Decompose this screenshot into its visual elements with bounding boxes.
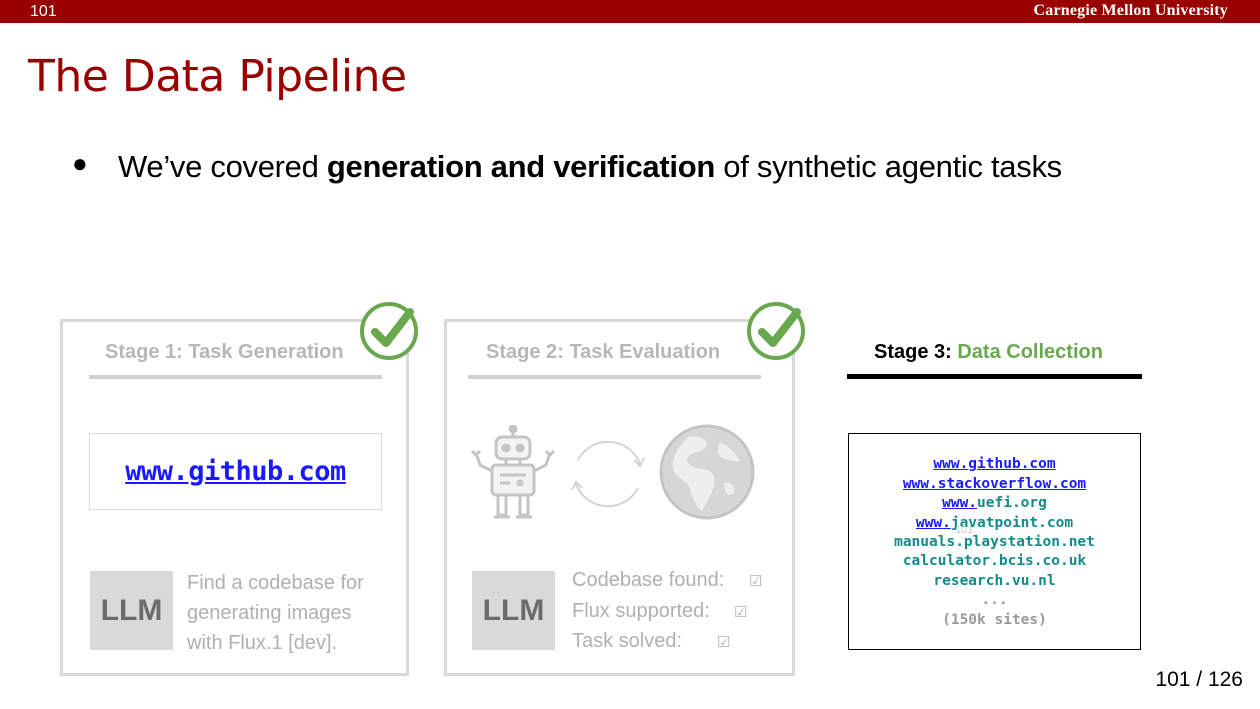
site-count: (150k sites) [942, 612, 1047, 628]
site-uefi-rest: uefi.org [977, 495, 1047, 511]
robot-icon [470, 425, 556, 520]
stage3-heading: Stage 3: Data Collection [874, 341, 1103, 364]
task-line: Find a codebase for [187, 572, 364, 594]
site-ellipsis: ... [981, 592, 1008, 608]
bullet-suffix: of synthetic agentic tasks [714, 149, 1062, 184]
task-line: generating images [187, 602, 352, 624]
site-javatpoint-prefix[interactable]: www. [915, 515, 951, 531]
bullet-marker: ● [72, 148, 88, 178]
bullet-prefix: We’ve covered [118, 149, 327, 184]
site-bcis: calculator.bcis.co.uk [902, 553, 1087, 569]
header-bar: 101 Carnegie Mellon University [0, 0, 1260, 23]
stage3-rule [847, 374, 1142, 379]
llm-badge: LLM [90, 571, 173, 650]
slide-number: 101 [30, 3, 57, 20]
stage1-panel [60, 319, 409, 676]
check-task-solved-label: Task solved: [572, 630, 683, 652]
task-line: with Flux.1 [dev]. [187, 632, 338, 654]
university-logo-text: Carnegie Mellon University [1033, 2, 1228, 19]
stage1-heading: Stage 1: Task Generation [105, 341, 344, 363]
check-icon [745, 300, 807, 362]
site-javatpoint: www.javatpoint.com [849, 515, 1140, 531]
checkbox-flux-supported: ☑ [734, 604, 748, 621]
check-icon [358, 300, 420, 362]
llm-badge: LLM [472, 571, 555, 650]
refresh-cycle-icon [570, 430, 646, 518]
site-playstation: manuals.playstation.net [894, 534, 1095, 550]
site-uefi-prefix[interactable]: www. [942, 495, 978, 511]
stage3-heading-prefix: Stage 3: [874, 341, 958, 363]
check-codebase-found-label: Codebase found: [572, 569, 725, 591]
globe-icon [658, 423, 756, 521]
checkbox-codebase-found: ☑ [749, 573, 763, 590]
site-link-stackoverflow[interactable]: www.stackoverflow.com [902, 476, 1087, 492]
slide-title: The Data Pipeline [28, 51, 407, 102]
bullet-bold: generation and verification [326, 149, 715, 184]
stage1-rule [89, 375, 382, 379]
sites-list-box: www.github.com www.stackoverflow.com www… [848, 433, 1141, 650]
bullet-text: We’ve covered generation and verificatio… [118, 147, 1108, 187]
watermark-page-number: 101 [955, 524, 974, 536]
task-url-link[interactable]: www.github.com [125, 456, 346, 487]
site-uefi: www.uefi.org [849, 495, 1140, 511]
site-vu: research.vu.nl [933, 573, 1056, 589]
task-url-box: www.github.com [89, 433, 382, 510]
task-description: Find a codebase for generating images wi… [187, 568, 364, 658]
stage2-panel [444, 319, 795, 676]
site-link-github[interactable]: www.github.com [933, 456, 1056, 472]
site-javatpoint-rest: javatpoint.com [950, 515, 1074, 531]
stage2-rule [468, 375, 761, 379]
checkbox-task-solved: ☑ [717, 634, 731, 651]
stage3-heading-highlight: Data Collection [957, 341, 1103, 363]
stage2-heading: Stage 2: Task Evaluation [486, 341, 721, 363]
check-flux-supported-label: Flux supported: [572, 600, 710, 622]
page-counter: 101 / 126 [1155, 668, 1243, 691]
